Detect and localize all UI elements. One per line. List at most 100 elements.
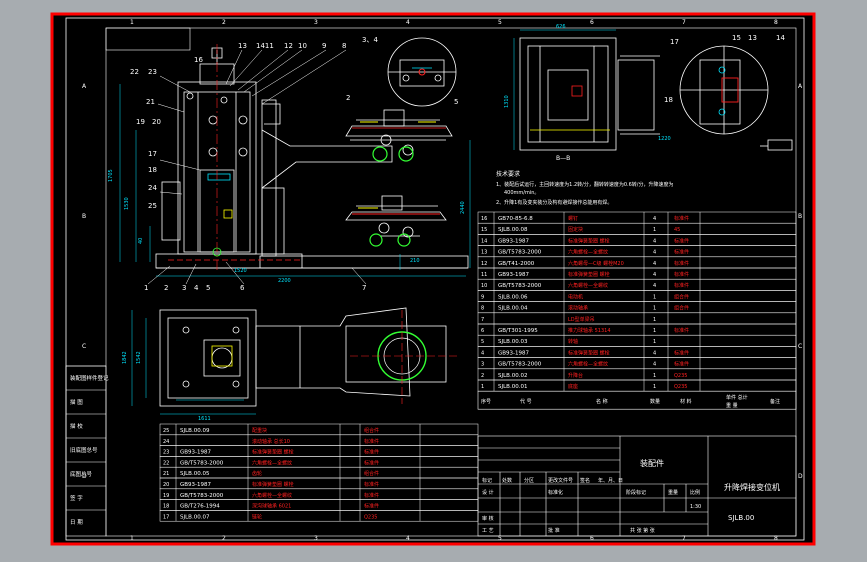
zone-number-bottom: 3 bbox=[314, 535, 318, 542]
bom-name: LD型单梁吊 bbox=[568, 316, 595, 323]
callout-19: 19 bbox=[136, 118, 145, 126]
bom-header-cell: 数量 bbox=[650, 398, 660, 405]
bom-qty: 1 bbox=[653, 306, 656, 312]
bom-qty: 1 bbox=[653, 328, 656, 334]
standard-label: 标准化 bbox=[548, 489, 563, 496]
bom-qty: 1 bbox=[653, 339, 656, 345]
bom-lower-material: 标准件 bbox=[364, 481, 379, 488]
dim-plan-height-1: 1542 bbox=[136, 351, 142, 364]
change-col-zone: 分区 bbox=[524, 477, 534, 484]
dim-front-width: 2200 bbox=[278, 278, 291, 284]
process-label: 工 艺 bbox=[482, 528, 494, 534]
zone-letter-right-d: D bbox=[798, 473, 803, 480]
bom-lower-code: GB/T276-1994 bbox=[180, 504, 220, 510]
bom-lower-name: 六角螺栓—全螺纹 bbox=[252, 492, 292, 499]
callout-21: 21 bbox=[146, 98, 155, 106]
bom-material: 组合件 bbox=[674, 305, 689, 312]
checker-label: 审 核 bbox=[482, 515, 494, 522]
bom-qty: 1 bbox=[653, 384, 656, 390]
callout-20: 20 bbox=[152, 118, 161, 126]
zone-letter-right-b: B bbox=[798, 213, 802, 220]
bom-lower-name: 标准弹簧垫圈 螺栓 bbox=[252, 449, 294, 456]
bom-lower-name: 齿轮 bbox=[252, 470, 262, 477]
bom-material: 标准件 bbox=[674, 361, 689, 368]
bom-code: SJLB.00.04 bbox=[498, 306, 528, 312]
zone-number-bottom: 2 bbox=[222, 535, 226, 542]
bom-lower-material: 标准件 bbox=[364, 459, 379, 466]
callout-16: 16 bbox=[194, 56, 203, 64]
bom-lower-no: 19 bbox=[163, 493, 169, 499]
weight-label: 重量 bbox=[668, 489, 678, 496]
scale-label: 比例 bbox=[690, 489, 700, 496]
drawing-number: SJLB.00 bbox=[728, 514, 754, 522]
callout-25: 25 bbox=[148, 202, 157, 210]
callout-1: 1 bbox=[144, 284, 148, 292]
bom-code: GB/T301-1995 bbox=[498, 328, 538, 334]
zone-letter-left-c: C bbox=[82, 343, 86, 350]
bom-qty: 4 bbox=[653, 238, 656, 244]
dim-right-2: 1220 bbox=[658, 136, 671, 142]
bom-lower-no: 17 bbox=[163, 514, 169, 520]
bom-code: GB/T5783-2000 bbox=[498, 362, 542, 368]
dim-plan-width: 1611 bbox=[198, 416, 211, 422]
callout-3-4: 3、4 bbox=[362, 36, 378, 44]
callout-7: 7 bbox=[362, 284, 366, 292]
callout-5: 5 bbox=[206, 284, 210, 292]
bom-header-cell: 备注 bbox=[770, 398, 780, 405]
bom-name: 标准弹簧垫圈 螺栓 bbox=[568, 349, 610, 356]
bom-qty: 4 bbox=[653, 272, 656, 278]
change-col-doc: 更改文件号 bbox=[548, 477, 573, 484]
change-col-count: 处数 bbox=[502, 477, 512, 484]
bom-lower-name: 标准弹簧垫圈 螺栓 bbox=[252, 481, 294, 488]
bom-qty: 1 bbox=[653, 227, 656, 233]
left-column-label: 旧底图总号 bbox=[70, 446, 98, 454]
bom-no: 3 bbox=[481, 362, 484, 368]
bom-qty: 4 bbox=[653, 283, 656, 289]
bom-no: 14 bbox=[481, 238, 487, 244]
dim-arm-height: 2440 bbox=[460, 201, 466, 214]
bom-no: 15 bbox=[481, 227, 487, 233]
bom-header-cell: 名 称 bbox=[596, 398, 608, 405]
bom-material: 标准件 bbox=[674, 249, 689, 256]
bom-lower-code: GB/T5783-2000 bbox=[180, 460, 224, 466]
bom-name: 推力球轴承 51314 bbox=[568, 327, 611, 334]
bom-material: 标准件 bbox=[674, 215, 689, 222]
bom-name: 电动机 bbox=[568, 293, 583, 300]
bom-no: 5 bbox=[481, 339, 484, 345]
dim-front-base: 1520 bbox=[234, 268, 247, 274]
bom-code: GB/T41-2000 bbox=[498, 261, 535, 267]
bom-name: 六角螺栓—全螺纹 bbox=[568, 282, 608, 289]
bom-code: SJLB.00.03 bbox=[498, 339, 528, 345]
bom-no: 11 bbox=[481, 272, 487, 278]
bom-lower-name: 滚动轴承 总长10 bbox=[252, 438, 290, 445]
bom-code: SJLB.00.06 bbox=[498, 294, 528, 300]
bom-lower-name: 配重块 bbox=[252, 427, 267, 434]
dim-front-height-1: 1705 bbox=[108, 169, 114, 182]
change-col-date: 年、月、日 bbox=[598, 477, 623, 484]
callout-5-top: 5 bbox=[454, 98, 458, 106]
change-col-mark: 标记 bbox=[482, 477, 492, 484]
bom-header-cell: 单件 总计 bbox=[726, 394, 748, 401]
zone-number-bottom: 1 bbox=[130, 535, 134, 542]
callout-8: 8 bbox=[342, 42, 346, 50]
dim-right-1: 1310 bbox=[504, 95, 510, 108]
bom-code: SJLB.00.02 bbox=[498, 373, 527, 379]
bom-qty: 4 bbox=[653, 250, 656, 256]
callout-1411: 1411 bbox=[256, 42, 274, 50]
callout-6: 6 bbox=[240, 284, 245, 292]
bom-header-cell: 代 号 bbox=[520, 398, 532, 405]
bom-no: 2 bbox=[481, 373, 484, 379]
bom-lower-material: 标准件 bbox=[364, 503, 379, 510]
bom-no: 12 bbox=[481, 261, 487, 267]
designer-label: 设 计 bbox=[482, 489, 494, 496]
zone-letter-left-b: B bbox=[82, 213, 86, 220]
bom-no: 6 bbox=[481, 328, 484, 334]
callout-22: 22 bbox=[130, 68, 139, 76]
bom-lower-no: 21 bbox=[163, 471, 169, 477]
tech-req-line-1: 1、装配后试运行，主回转速度为1.2转/分，翻转转速度为0.6转/分，升降速度为 bbox=[496, 181, 673, 188]
bom-lower-material: 标准件 bbox=[364, 438, 379, 445]
left-column-label: 底图总号 bbox=[70, 470, 93, 478]
left-column-label: 日 期 bbox=[70, 519, 83, 526]
scale-value: 1:30 bbox=[690, 504, 701, 510]
